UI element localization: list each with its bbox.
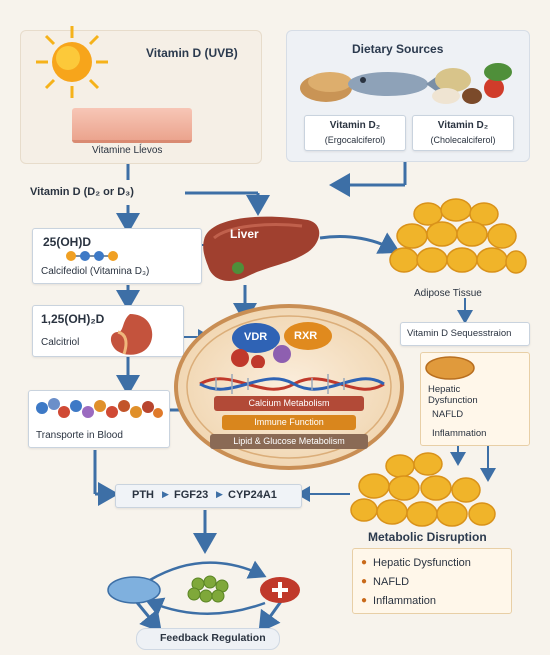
calcifediol-title: 25(OH)D [43,235,92,249]
feedback-nodes [107,575,300,604]
adipose-label: Adipose Tissue [414,288,482,299]
arrow-icon: ▶ [162,489,169,499]
side-effect-1: Hepatic Dysfunction [428,384,478,406]
d2-box: Vitamin D₂ (Ergocalciferol) [304,115,406,151]
d3-sub: (Cholecalciferol) [430,135,496,145]
immune-bar: Immune Function [222,415,356,430]
calcitriol-sub: Calcitriol [41,337,80,348]
dietary-title: Dietary Sources [352,42,444,56]
regulator-pth: PTH [132,489,154,501]
skin-layer [72,108,192,143]
bullet-icon: ● [361,595,368,606]
d2-sub: (Ergocalciferol) [324,135,386,145]
food-illustration [300,63,512,104]
rxr-label: RXR [294,330,318,342]
lipid-glucose-bar: Lipid & Glucose Metabolism [210,434,368,449]
receptor-complex [231,322,332,368]
sequestration-label: Vitamin D Sequesstraion [407,328,512,339]
d3-box: Vitamin D₂ (Cholecalciferol) [412,115,514,151]
uvb-title: Vitamin D (UVB) [146,46,238,60]
bullet-icon: ● [361,576,368,587]
metabolic-item-hepatic: ●Hepatic Dysfunction [361,556,471,569]
sequestration-box: Vitamin D Sequesstraion [400,322,530,346]
sun-icon [36,26,108,98]
adipose-cluster [389,198,527,274]
calcifediol-sub: Calcifediol (Vitamina D₃) [41,266,150,277]
bullet-icon: ● [361,557,368,568]
calcium-bar: Calcium Metabolism [214,396,364,411]
calcitriol-title: 1,25(OH)₂D [41,312,105,326]
regulators-box: PTH ▶ FGF23 ▶ CYP24A1 [115,484,302,508]
transport-label: Transporte in Blood [36,430,123,441]
liver-icon [203,216,320,281]
d3-name: Vitamin D₂ [437,120,489,131]
d2-name: Vitamin D₂ [329,120,381,131]
side-effect-2: NAFLD [432,409,464,420]
molecule-icon [66,251,118,261]
metabolic-item-inflammation: ●Inflammation [361,594,437,607]
blood-cells-icon [36,398,163,418]
fat-slice-icon [425,356,475,380]
metabolic-list: ●Hepatic Dysfunction ●NAFLD ●Inflammatio… [352,548,512,614]
feedback-box [136,628,280,650]
metabolic-fat-cluster [350,452,496,527]
feedback-label: Feedback Regulation [160,632,266,644]
calcitriol-box: 1,25(OH)₂D Calcitriol [32,305,184,357]
regulator-cyp24a1: CYP24A1 [228,489,277,501]
metabolic-title: Metabolic Disruption [368,530,487,544]
side-effect-3: Inflammation [432,428,487,439]
metabolic-item-nafld: ●NAFLD [361,575,410,588]
regulator-fgf23: FGF23 [174,489,209,501]
liver-label: Liver [230,227,259,241]
skin-label: Vitamine Lĺevos [92,145,163,156]
vdr-label: VDR [244,331,268,343]
calcifediol-box: 25(OH)D Calcifediol (Vitamina D₃) [32,228,202,284]
kidney-icon [110,314,153,355]
merge-label: Vitamin D (D₂ or D₃) [30,186,134,198]
arrow-icon: ▶ [216,489,223,499]
